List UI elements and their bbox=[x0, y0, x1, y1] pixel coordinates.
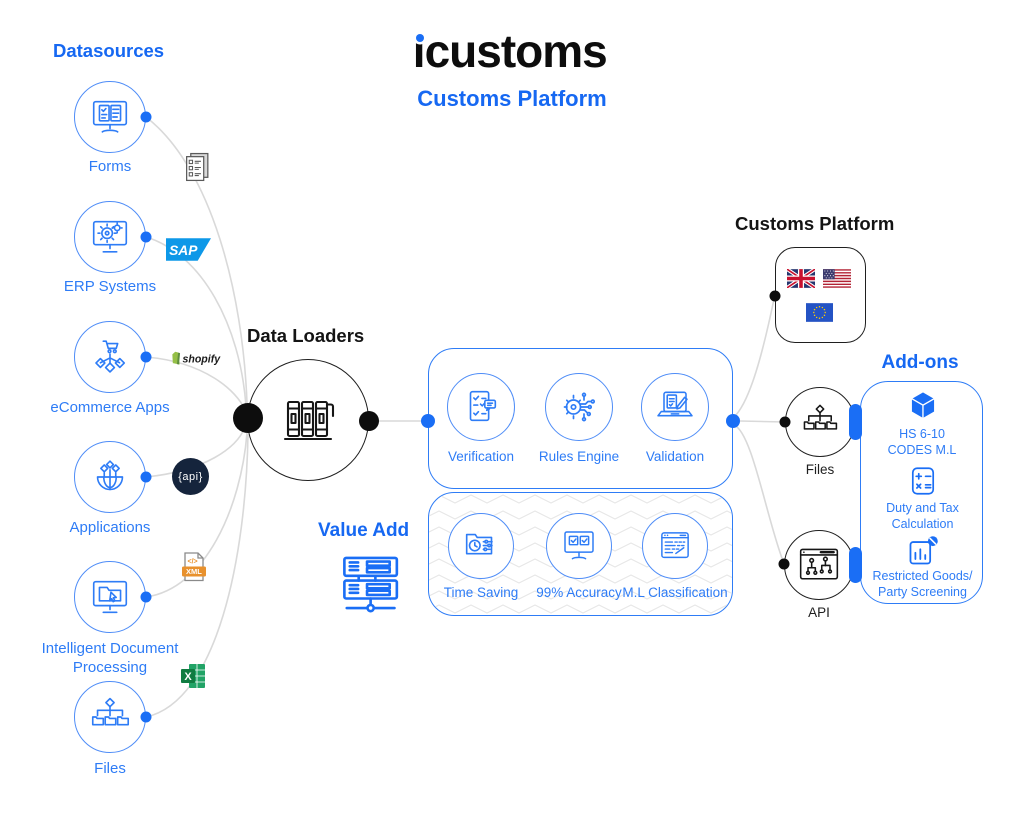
api-badge: {api} bbox=[172, 458, 209, 495]
accuracy-monitor-checks-icon bbox=[564, 531, 594, 560]
datasource-node-forms bbox=[74, 81, 146, 153]
document-checklist-icon bbox=[186, 152, 209, 182]
rules-engine-label: Rules Engine bbox=[538, 449, 620, 464]
server-network-icon bbox=[343, 556, 399, 613]
rules-engine-gear-circuit-icon bbox=[563, 392, 596, 422]
addon-label-hs-codes: HS 6-10 CODES M.L bbox=[887, 427, 957, 458]
erp-monitor-gears-icon bbox=[92, 220, 128, 253]
validation-label: Validation bbox=[645, 449, 705, 464]
svg-text:X: X bbox=[184, 671, 192, 683]
addons-connector-pill-api bbox=[849, 547, 862, 583]
svg-text:</>: </> bbox=[188, 559, 198, 566]
time-saving-node bbox=[448, 513, 514, 579]
files-folder-tree-icon bbox=[803, 404, 838, 430]
idp-monitor-folder-icon bbox=[92, 580, 128, 614]
datasource-label-ecommerce: eCommerce Apps bbox=[50, 399, 170, 416]
ecommerce-cart-network-icon bbox=[95, 340, 126, 373]
datasource-node-ecommerce bbox=[74, 321, 146, 393]
platform-subtitle: Customs Platform bbox=[417, 86, 607, 111]
files-folder-tree-icon bbox=[91, 697, 130, 726]
addon-label-restricted-goods: Restricted Goods/ Party Screening bbox=[872, 569, 973, 600]
svg-text:SAP: SAP bbox=[169, 243, 198, 258]
processing-box: Verification Rules Engine Validation bbox=[428, 348, 733, 489]
api-window-circuit-icon bbox=[799, 548, 839, 580]
svg-text:shopify: shopify bbox=[182, 353, 221, 365]
output-label-files: Files bbox=[805, 462, 835, 477]
datasource-label-idp: Intelligent Document Processing bbox=[41, 640, 179, 676]
data-loaders-node bbox=[247, 359, 369, 481]
datasource-node-erp bbox=[74, 201, 146, 273]
output-label-api: API bbox=[808, 605, 830, 620]
data-loaders-title: Data Loaders bbox=[247, 325, 365, 346]
uk-flag bbox=[787, 269, 815, 288]
xml-file-icon: </> XML bbox=[182, 552, 206, 582]
rules-engine-node bbox=[545, 373, 613, 441]
addon-label-duty-tax: Duty and Tax Calculation bbox=[886, 501, 959, 532]
datasource-node-applications bbox=[74, 441, 146, 513]
restricted-goods-chart-icon bbox=[909, 536, 938, 565]
datasource-label-erp: ERP Systems bbox=[63, 278, 157, 295]
datasource-label-forms: Forms bbox=[88, 158, 132, 175]
eu-flag bbox=[806, 303, 833, 322]
calculator-icon bbox=[911, 467, 935, 495]
value-add-box: Time Saving 99% Accuracy M.L Classificat… bbox=[428, 492, 733, 616]
addons-box: HS 6-10 CODES M.L Duty and Tax Calculati… bbox=[860, 381, 983, 604]
sap-logo: SAP bbox=[166, 238, 211, 261]
verification-node bbox=[447, 373, 515, 441]
ml-classification-node bbox=[642, 513, 708, 579]
datasources-title: Datasources bbox=[53, 40, 165, 61]
svg-text:XML: XML bbox=[186, 567, 202, 576]
addons-connector-pill-files bbox=[849, 404, 862, 440]
validation-laptop-icon bbox=[657, 391, 693, 417]
ml-classification-window-icon bbox=[661, 532, 689, 559]
customs-platform-flags-box bbox=[775, 247, 866, 343]
output-node-api bbox=[784, 530, 854, 600]
icustoms-logo: icustoms bbox=[412, 25, 608, 77]
datasource-label-applications: Applications bbox=[69, 519, 151, 536]
accuracy-label: 99% Accuracy bbox=[536, 585, 622, 600]
datasource-label-files: Files bbox=[94, 760, 126, 777]
us-flag bbox=[823, 269, 851, 288]
accuracy-node bbox=[546, 513, 612, 579]
validation-node bbox=[641, 373, 709, 441]
addons-title: Add-ons bbox=[881, 352, 959, 373]
customs-platform-title: Customs Platform bbox=[735, 213, 895, 234]
hs-codes-cube-icon bbox=[910, 391, 936, 420]
output-node-files bbox=[785, 387, 855, 457]
verification-label: Verification bbox=[447, 449, 515, 464]
datasource-node-idp bbox=[74, 561, 146, 633]
ml-classification-label: M.L Classification bbox=[622, 585, 728, 600]
forms-monitor-icon bbox=[92, 100, 128, 133]
value-add-title: Value Add bbox=[318, 520, 410, 541]
time-saving-folder-clock-icon bbox=[465, 533, 493, 555]
logo-i-dot bbox=[415, 34, 424, 42]
time-saving-label: Time Saving bbox=[443, 585, 519, 600]
verification-checklist-icon bbox=[469, 390, 497, 422]
shopify-logo: shopify bbox=[172, 351, 221, 365]
applications-globe-icon bbox=[96, 460, 124, 491]
datasource-node-files bbox=[74, 681, 146, 753]
database-columns-icon bbox=[283, 400, 335, 441]
excel-logo: X bbox=[181, 664, 205, 688]
